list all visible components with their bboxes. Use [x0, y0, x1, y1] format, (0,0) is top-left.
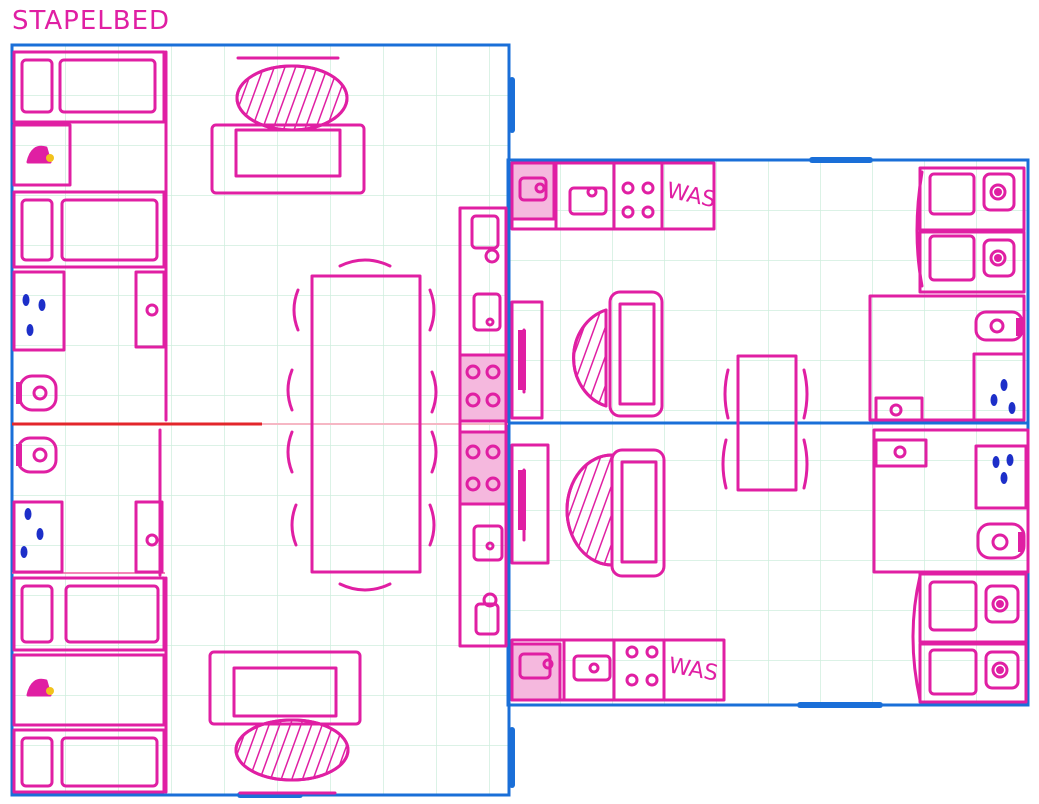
sink-top-left: [134, 270, 166, 349]
dining-chairs: [286, 258, 438, 592]
lamp-icon: [46, 154, 54, 162]
stove-left-top: [458, 353, 508, 423]
bathroom-right-bottom: [872, 428, 1030, 574]
kitchen-counter-top-right: [510, 161, 716, 231]
shower-bottom: [12, 500, 64, 574]
lamp-icon: [46, 687, 54, 695]
round-table-right-top: [572, 308, 608, 408]
nightstand-1: [12, 123, 72, 187]
beds-right-bottom: [911, 572, 1028, 704]
fixture-fills: [16, 188, 1024, 674]
kitchen-counter-left: [458, 206, 508, 648]
kitchen-counter-bottom-right: [510, 638, 726, 702]
small-table-center: [721, 354, 809, 492]
plan-title: STAPELBED: [12, 6, 171, 36]
grid-side-wing: [508, 160, 1028, 705]
round-table-top: [235, 64, 349, 132]
bathroom-right-top: [868, 294, 1026, 422]
shower-drops: [20, 294, 1016, 558]
doors: [237, 77, 883, 798]
bunk-bed-2: [12, 190, 166, 269]
bunk-bed-1: [12, 50, 166, 124]
shower-top: [12, 270, 66, 352]
stove-left-bottom: [458, 430, 508, 506]
grid-main-wing: [12, 45, 509, 795]
kitchen-sink-left: [472, 524, 504, 636]
sink-bottom-left: [134, 500, 164, 574]
nightstand-2: [12, 653, 166, 727]
beds-right-top: [915, 166, 1026, 294]
round-table-bottom: [234, 718, 350, 782]
bunk-bed-4: [12, 728, 166, 794]
round-table-right-bottom: [565, 453, 614, 567]
dining-table: [310, 274, 422, 574]
bunk-bed-3: [12, 576, 166, 652]
